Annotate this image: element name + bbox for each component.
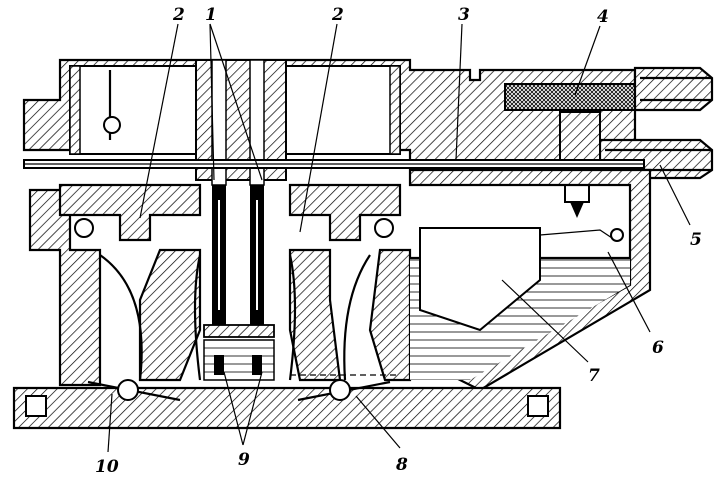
callout-5: 5 [690, 230, 702, 250]
emulsion-tubes [203, 185, 275, 381]
callout-9: 9 [238, 450, 250, 470]
callout-8: 8 [395, 455, 408, 475]
callout-2-right: 2 [331, 5, 344, 25]
choke-valve [103, 70, 121, 140]
callout-3: 3 [458, 5, 470, 25]
callout-10: 10 [95, 457, 119, 477]
callout-7: 7 [588, 366, 600, 386]
float [419, 227, 624, 332]
throttle-valve-secondary [290, 374, 400, 402]
throttle-valve-primary [87, 379, 181, 402]
callout-1: 1 [205, 5, 217, 25]
carburetor-body [12, 159, 652, 430]
callout-6: 6 [652, 338, 664, 358]
leader-lines [107, 23, 691, 453]
callout-2-left: 2 [172, 5, 185, 25]
callout-4: 4 [597, 7, 609, 27]
